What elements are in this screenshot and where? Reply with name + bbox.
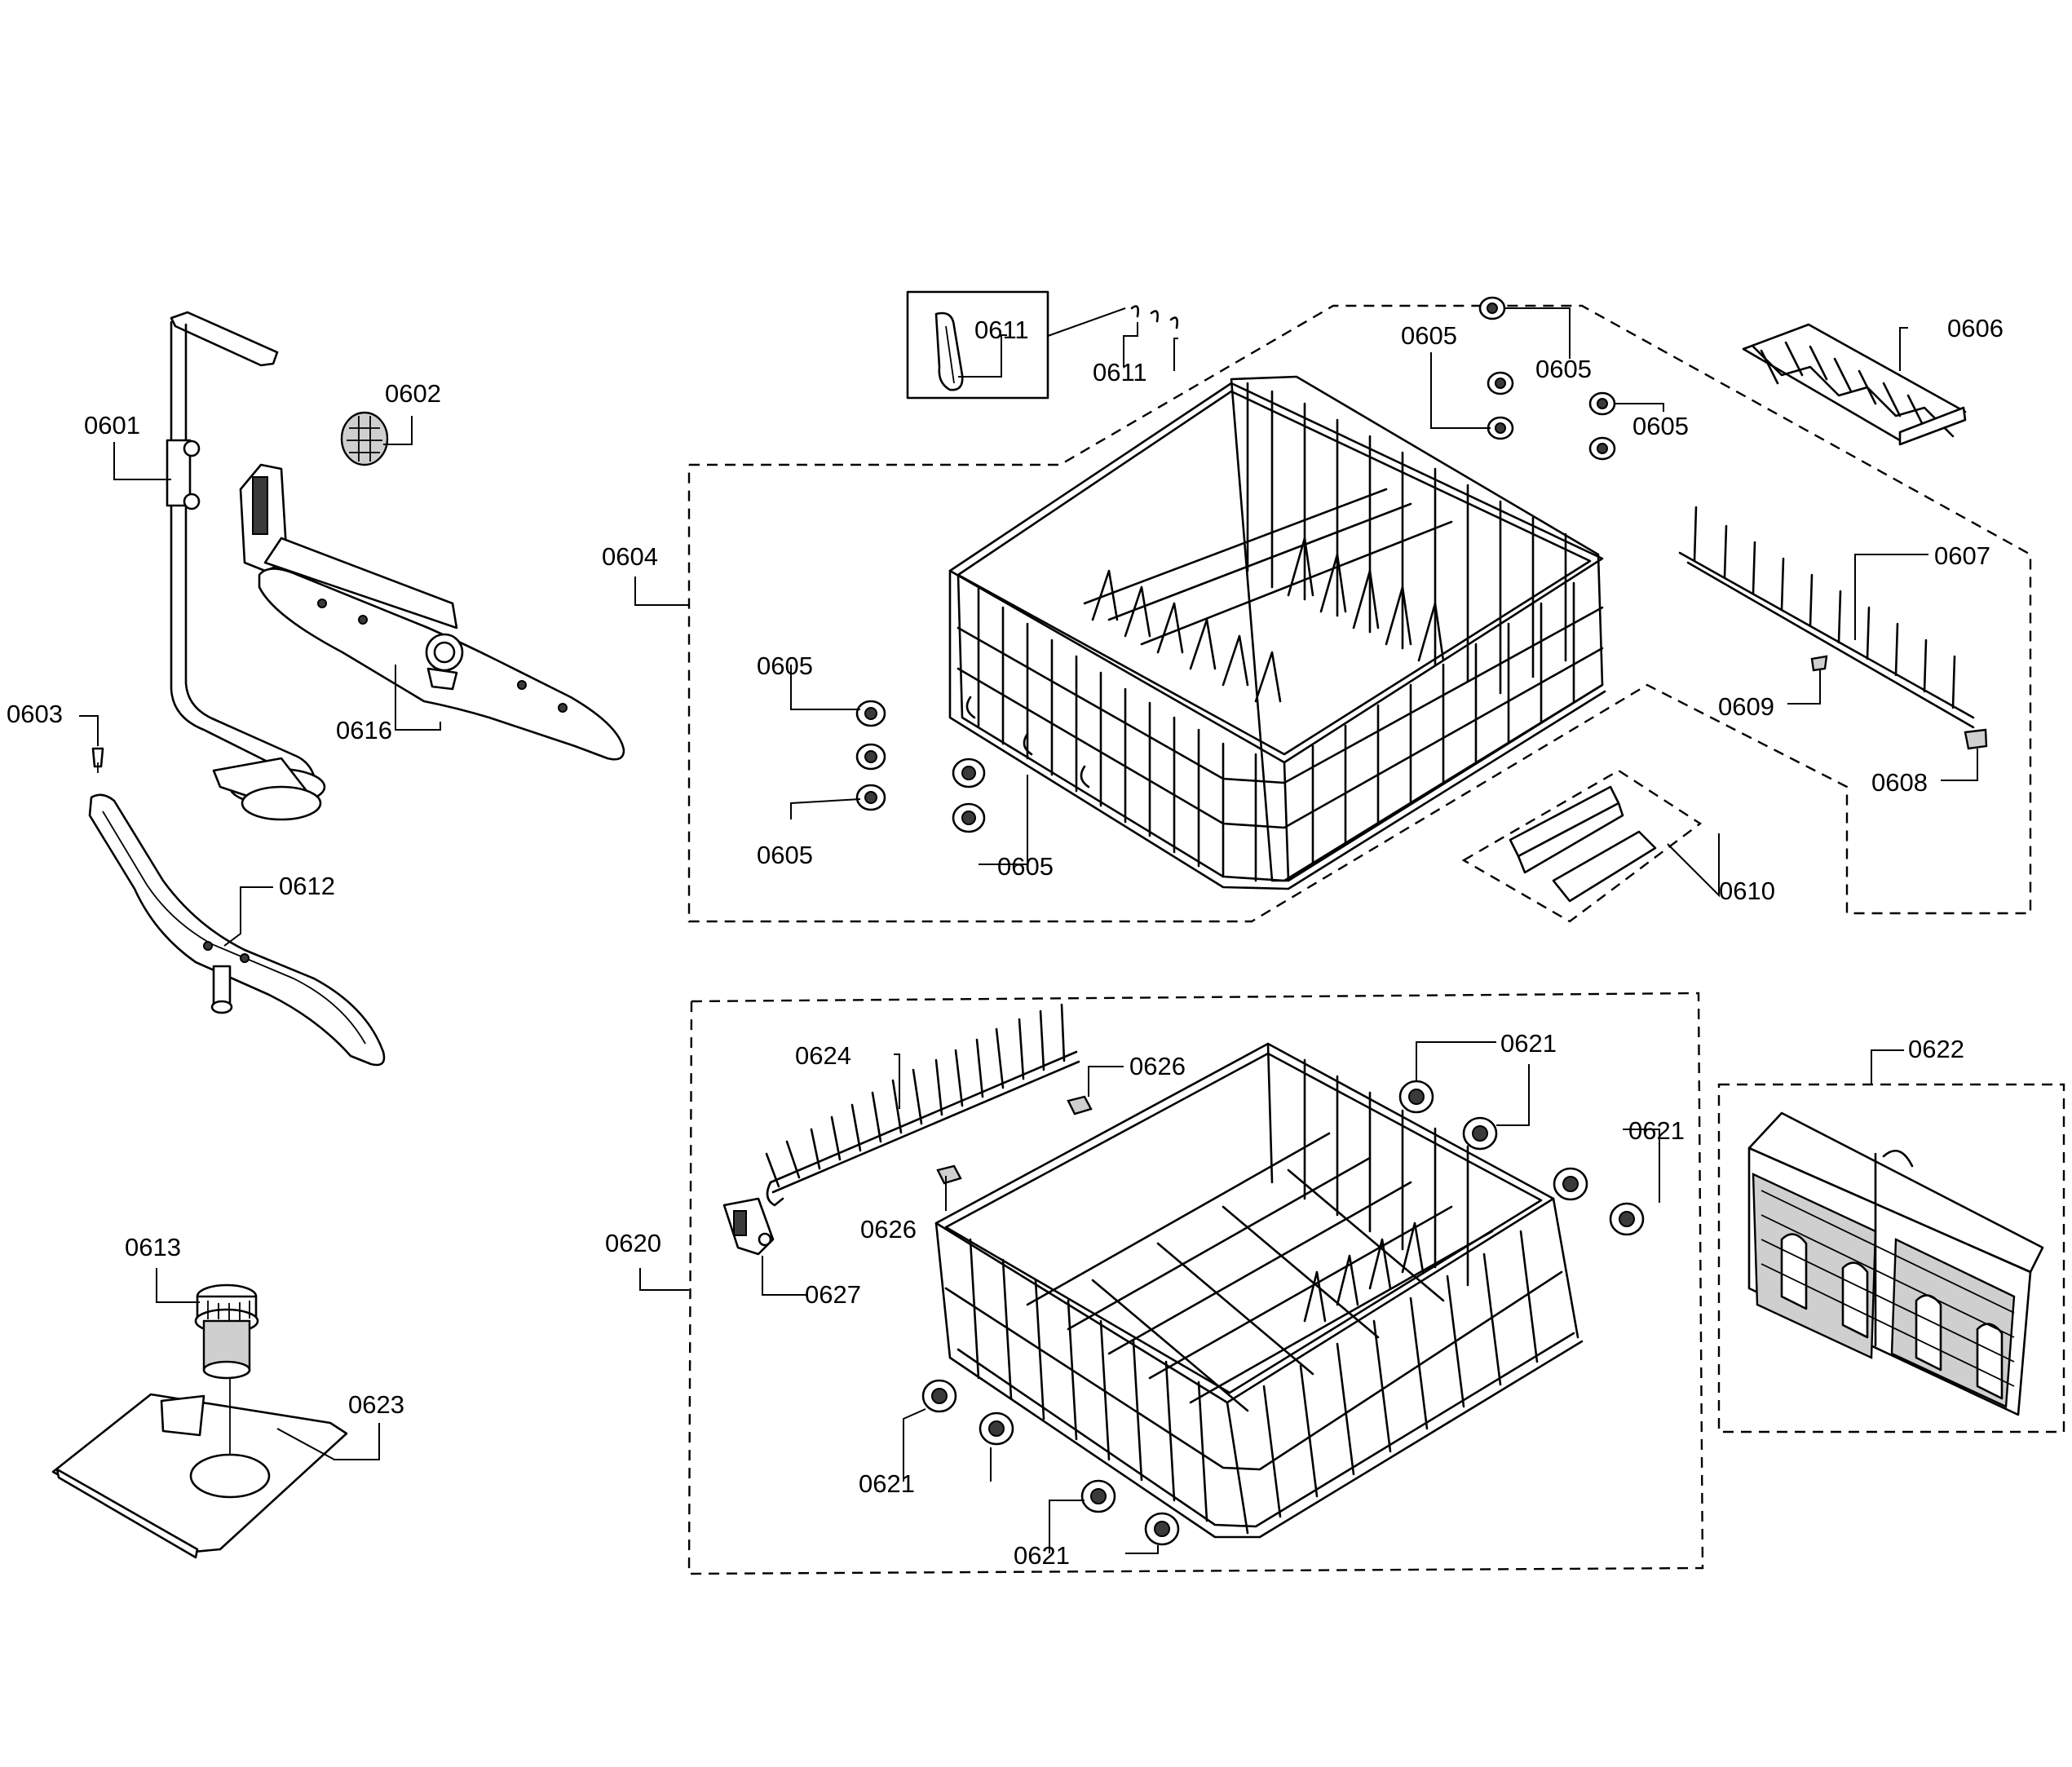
rack-wheel-icon (1588, 436, 1616, 461)
label-0612: 0612 (279, 872, 335, 900)
label-0626-a: 0626 (1129, 1052, 1186, 1080)
label-0616: 0616 (336, 716, 392, 744)
rack-wheel-icon (1487, 416, 1514, 440)
clip-0626-lower (936, 1164, 962, 1185)
label-0605-e: 0605 (757, 841, 813, 869)
upper-spray-tube-0601 (166, 311, 326, 821)
label-0620: 0620 (605, 1229, 661, 1257)
rack-clips-0611 (934, 305, 1178, 391)
accessory-0610-outline (1461, 769, 1703, 923)
filter-cap-0602 (340, 411, 389, 466)
cup-shelf-0606 (1742, 323, 1967, 446)
lower-rack-group-outline (687, 992, 1704, 1575)
label-0621-a: 0621 (1500, 1029, 1557, 1058)
lower-spray-arm-0612 (88, 793, 386, 1067)
label-0613: 0613 (125, 1233, 181, 1261)
clip-0608 (1964, 728, 1988, 750)
label-0624: 0624 (795, 1041, 851, 1070)
rack-wheel-icon (1487, 371, 1514, 395)
label-0608: 0608 (1871, 768, 1928, 797)
rack-wheel-icon (1478, 296, 1506, 320)
clip-0626-upper (1067, 1095, 1093, 1115)
rack-wheel-icon (1588, 391, 1616, 416)
accessory-0610 (1509, 785, 1657, 903)
part-labels: 0601 0602 0603 0616 0612 0613 0623 0604 … (7, 314, 2004, 1570)
tine-row-0624 (765, 1003, 1080, 1207)
filter-plate-0623 (51, 1378, 348, 1559)
rack-wheel-icon (921, 1379, 957, 1413)
label-0605-b: 0605 (1535, 355, 1592, 383)
rack-wheel-icon (855, 743, 886, 771)
label-0621-d: 0621 (1014, 1541, 1070, 1570)
label-0603: 0603 (7, 700, 63, 728)
cutlery-basket-outline (1717, 1083, 2065, 1433)
label-0621-b: 0621 (1628, 1116, 1685, 1145)
tine-row-0607 (1678, 506, 1975, 729)
rack-wheel-icon (1462, 1116, 1498, 1151)
label-0606: 0606 (1947, 314, 2004, 342)
label-0604: 0604 (602, 542, 658, 571)
label-0607: 0607 (1934, 541, 1990, 570)
label-0626-b: 0626 (860, 1215, 917, 1244)
label-0621-c: 0621 (859, 1469, 915, 1498)
rack-wheel-icon (1144, 1512, 1180, 1546)
upper-rack-group-outline (687, 304, 2032, 923)
label-0610: 0610 (1719, 877, 1775, 905)
filter-0613 (194, 1283, 259, 1380)
spray-arm-assembly-0616 (239, 463, 625, 761)
hinge-0627 (722, 1197, 775, 1256)
upper-rack-wheels (855, 296, 1616, 833)
rack-wheel-icon (979, 1411, 1014, 1446)
leader-lines (79, 307, 1978, 1554)
label-0602: 0602 (385, 379, 441, 408)
label-0611-a: 0611 (974, 316, 1029, 344)
rack-wheel-icon (855, 784, 886, 811)
label-0627: 0627 (805, 1280, 861, 1309)
lower-rack-wheels (921, 1080, 1645, 1546)
rack-wheel-icon (1080, 1479, 1116, 1513)
rack-wheel-icon (855, 700, 886, 727)
upper-rack (948, 375, 1606, 890)
rack-wheel-icon (952, 758, 986, 789)
label-0601: 0601 (84, 411, 140, 440)
label-0605-d: 0605 (757, 652, 813, 680)
label-0605-a: 0605 (1401, 321, 1457, 350)
label-0605-c: 0605 (1632, 412, 1689, 440)
cutlery-basket-0622 (1747, 1111, 2044, 1416)
lower-rack (934, 1042, 1584, 1539)
clip-0609 (1810, 655, 1828, 672)
label-0605-f: 0605 (997, 852, 1054, 881)
rack-wheel-icon (952, 802, 986, 833)
rack-wheel-icon (1609, 1202, 1645, 1236)
screw-0603 (91, 747, 104, 773)
clip-0611-box (906, 290, 1049, 400)
rack-wheel-icon (1553, 1167, 1588, 1201)
rack-wheel-icon (1398, 1080, 1434, 1114)
label-0622: 0622 (1908, 1035, 1964, 1063)
label-0609: 0609 (1718, 692, 1774, 721)
label-0623: 0623 (348, 1390, 404, 1419)
label-0611-b: 0611 (1093, 358, 1147, 387)
